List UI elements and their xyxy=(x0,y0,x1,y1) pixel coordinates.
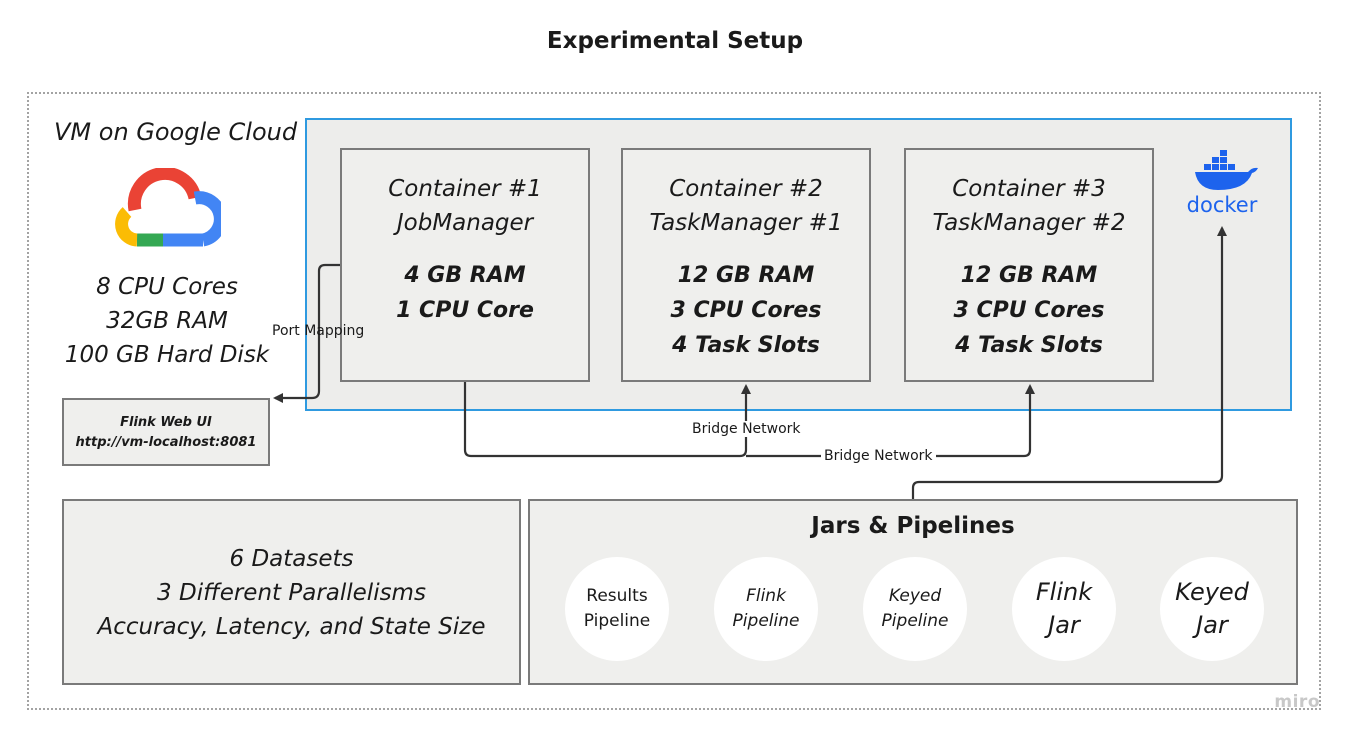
jar-item-line: Pipeline xyxy=(732,611,800,631)
flink-web-ui-box: Flink Web UI http://vm-localhost:8081 xyxy=(62,398,270,466)
bridge-network-label-2: Bridge Network xyxy=(821,448,936,464)
port-mapping-connector xyxy=(273,263,340,403)
jar-item-keyed-pipeline: Keyed Pipeline xyxy=(863,557,967,661)
vm-spec-cpu: 8 CPU Cores xyxy=(96,274,238,300)
jar-item-line: Pipeline xyxy=(583,611,651,631)
container-spec: 4 Task Slots xyxy=(672,333,820,358)
container-spec: 3 CPU Cores xyxy=(670,298,822,323)
bridge-network-connector-1 xyxy=(463,382,751,458)
jar-item-line: Pipeline xyxy=(881,611,949,631)
container-jobmanager: Container #1 JobManager 4 GB RAM 1 CPU C… xyxy=(340,148,590,382)
port-mapping-label: Port Mapping xyxy=(272,323,365,339)
datasets-box: 6 Datasets 3 Different Parallelisms Accu… xyxy=(62,499,521,685)
container-role: JobManager xyxy=(396,210,534,236)
container-role: TaskManager #1 xyxy=(649,210,843,236)
jar-item-flink-jar: Flink Jar xyxy=(1012,557,1116,661)
container-spec: 12 GB RAM xyxy=(677,263,815,288)
vm-spec-disk: 100 GB Hard Disk xyxy=(64,342,270,368)
jar-item-flink-pipeline: Flink Pipeline xyxy=(714,557,818,661)
jar-item-line: Jar xyxy=(1196,611,1228,639)
container-spec: 4 Task Slots xyxy=(955,333,1103,358)
jars-pipelines-box: Jars & Pipelines Results Pipeline Flink … xyxy=(528,499,1298,685)
google-cloud-icon xyxy=(115,168,221,247)
jar-item-line: Keyed xyxy=(888,586,942,606)
vm-frame xyxy=(27,92,1321,710)
container-spec: 4 GB RAM xyxy=(404,263,526,288)
jar-item-line: Flink xyxy=(1035,578,1093,606)
bridge-network-connector-2 xyxy=(746,384,1035,458)
container-spec: 1 CPU Core xyxy=(396,298,534,323)
bridge-network-label-1: Bridge Network xyxy=(689,421,804,437)
vm-specs: 8 CPU Cores 32GB RAM 100 GB Hard Disk xyxy=(48,270,286,372)
container-spec: 3 CPU Cores xyxy=(953,298,1105,323)
container-name: Container #1 xyxy=(388,176,542,202)
container-taskmanager-1: Container #2 TaskManager #1 12 GB RAM 3 … xyxy=(621,148,871,382)
jar-item-line: Results xyxy=(586,586,648,606)
vm-label: VM on Google Cloud xyxy=(54,118,298,146)
datasets-line: 6 Datasets xyxy=(229,546,354,572)
jar-item-line: Flink xyxy=(746,586,786,606)
container-taskmanager-2: Container #3 TaskManager #2 12 GB RAM 3 … xyxy=(904,148,1154,382)
container-role: TaskManager #2 xyxy=(932,210,1126,236)
container-name: Container #2 xyxy=(669,176,823,202)
datasets-line: Accuracy, Latency, and State Size xyxy=(97,614,486,640)
vm-spec-ram: 32GB RAM xyxy=(106,308,228,334)
docker-whale-icon xyxy=(1195,150,1258,190)
web-ui-title: Flink Web UI xyxy=(120,415,212,430)
container-spec: 12 GB RAM xyxy=(960,263,1098,288)
jars-title: Jars & Pipelines xyxy=(811,513,1015,539)
jar-item-line: Keyed xyxy=(1175,578,1249,606)
jars-to-docker-connector xyxy=(911,226,1227,499)
jar-item-results-pipeline: Results Pipeline xyxy=(565,557,669,661)
container-name: Container #3 xyxy=(952,176,1106,202)
jar-item-line: Jar xyxy=(1048,611,1080,639)
diagram-title: Experimental Setup xyxy=(546,28,804,54)
datasets-line: 3 Different Parallelisms xyxy=(157,580,426,606)
jar-item-keyed-jar: Keyed Jar xyxy=(1160,557,1264,661)
web-ui-url: http://vm-localhost:8081 xyxy=(75,435,257,450)
docker-logo-text: docker xyxy=(1186,193,1258,217)
miro-watermark: miro xyxy=(1274,692,1320,712)
